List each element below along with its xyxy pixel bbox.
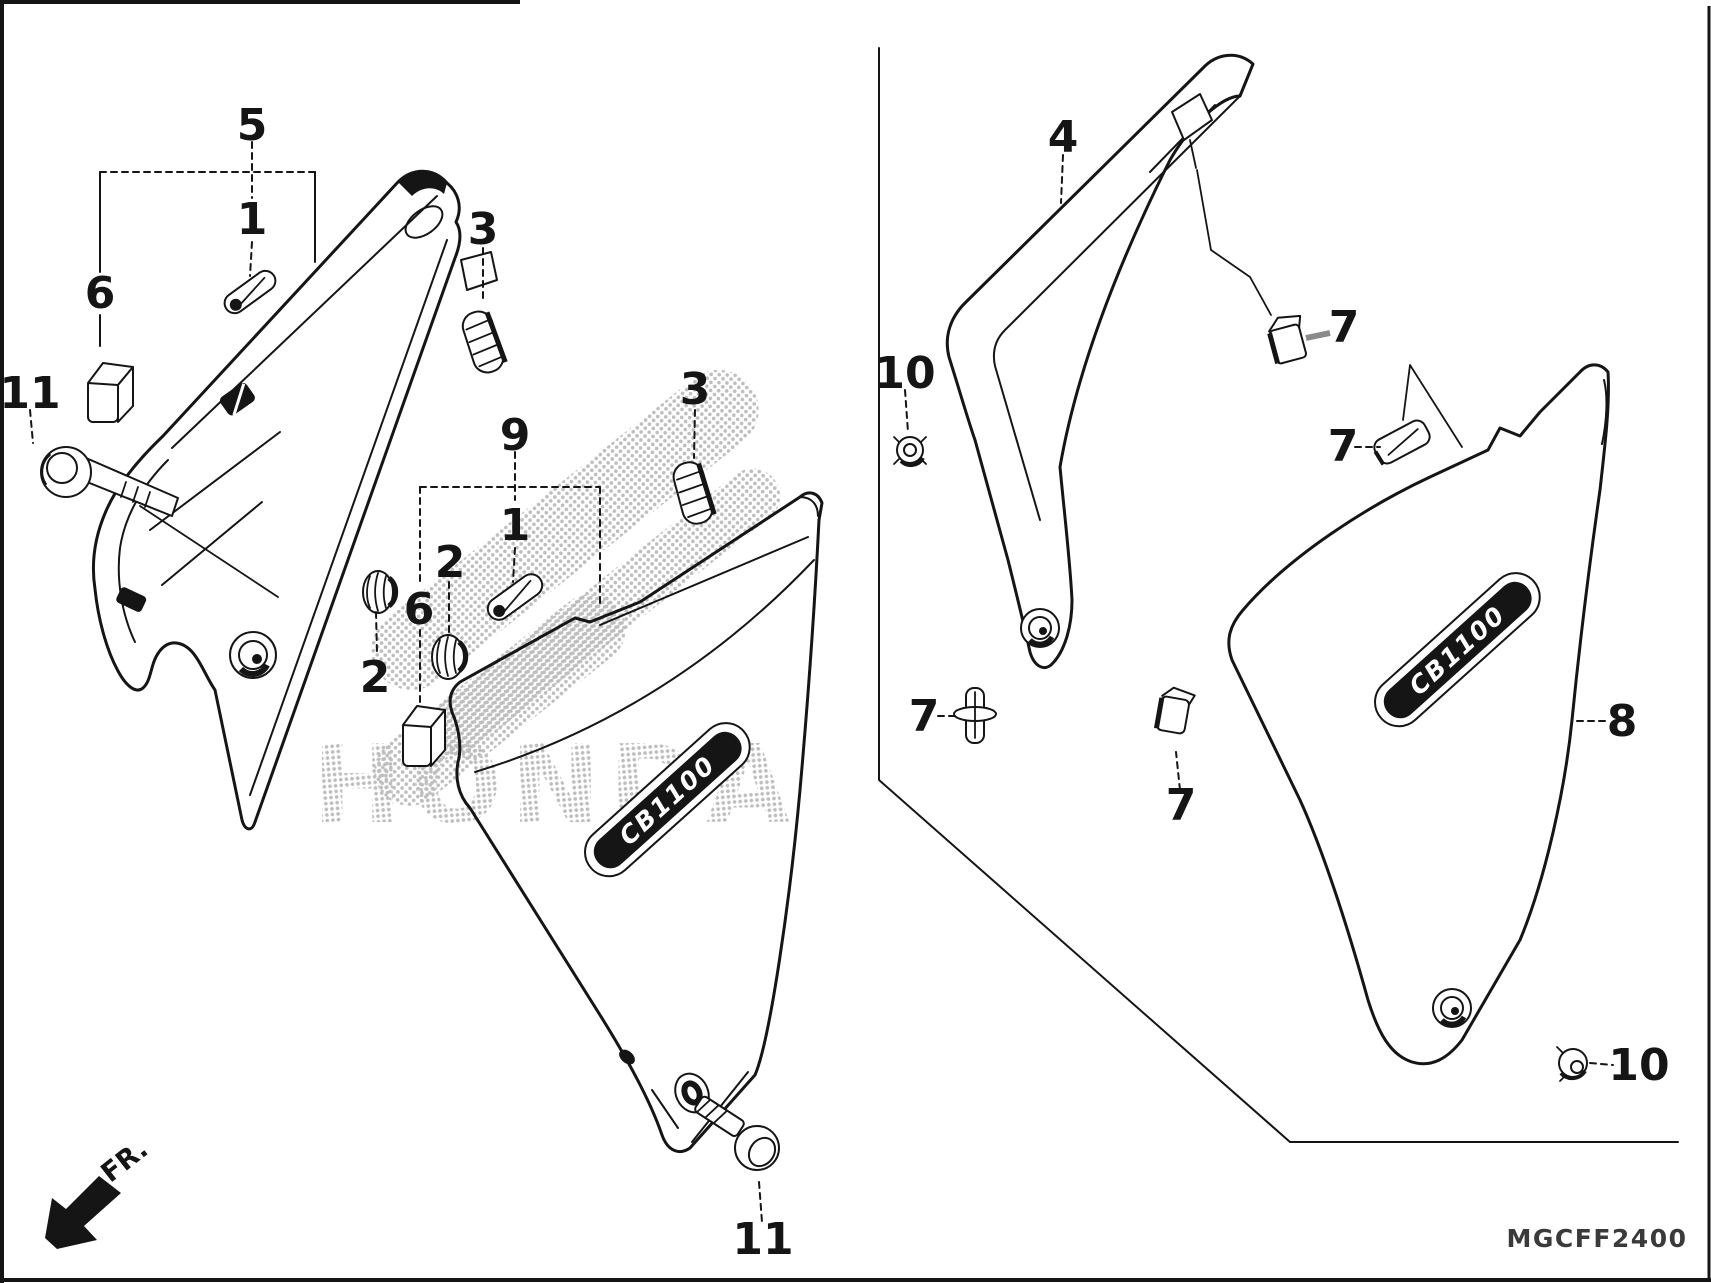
leader-7-d [1175, 751, 1181, 791]
callout-7-c: 7 [909, 691, 940, 742]
inner-cover-grommet-boss [1020, 608, 1060, 648]
callout-4: 4 [1048, 112, 1079, 163]
part-screw-11-left [40, 446, 179, 517]
callout-labels: 5 1 6 11 3 9 1 2 6 2 3 11 4 10 7 7 7 7 8… [0, 100, 1670, 1265]
callout-11-left: 11 [0, 368, 61, 419]
part-screw-11-middle [694, 1095, 780, 1171]
leader-7-wedge [1402, 364, 1463, 448]
inner-cover-hook-tab [1171, 93, 1213, 169]
part-code: MGCFF2400 [1507, 1224, 1688, 1253]
leader-10-left [904, 389, 909, 433]
callout-2-lower: 2 [360, 652, 391, 703]
callout-1-left: 1 [237, 194, 268, 245]
leader-11-left [139, 505, 279, 598]
callout-2-upper: 2 [435, 537, 466, 588]
part-grommet-2-lower [431, 634, 469, 680]
callout-10-left: 10 [874, 348, 935, 399]
leader-4 [1060, 154, 1064, 204]
cover-mount-hole [404, 205, 444, 239]
callout-bracket-9 [419, 451, 601, 709]
part-trim-clip-1-middle [486, 573, 544, 621]
right-panel-inner-cover [945, 53, 1272, 669]
leader-tab-to-clip [1196, 169, 1272, 316]
cover-side-tab [460, 251, 498, 291]
leader-3-middle [693, 409, 696, 459]
leader-2-lower [375, 611, 378, 655]
part-clip-7-d [1153, 686, 1196, 735]
callout-9: 9 [500, 410, 531, 461]
callout-10-right: 10 [1608, 1040, 1669, 1091]
cover-edge-clip [116, 587, 147, 612]
callout-7-d: 7 [1166, 780, 1197, 831]
part-pin-7-c [953, 687, 997, 744]
part-clip-3-left [461, 310, 508, 374]
callout-bracket-5 [99, 141, 316, 347]
part-screw-10-right [1556, 1046, 1588, 1082]
right-cover-front-view: CB1100 [1227, 363, 1610, 1066]
leader-7-a [1305, 330, 1331, 341]
callout-5: 5 [237, 100, 268, 151]
cover-grommet-boss [229, 631, 277, 679]
right-cover-grommet-boss [1432, 988, 1472, 1028]
part-rubber-6-left [87, 362, 134, 423]
part-clip-3-middle [672, 461, 717, 525]
part-trim-clip-1-left [223, 269, 277, 315]
cover-anchor-clip [219, 382, 255, 416]
part-rubber-6-middle [402, 705, 446, 767]
leader-11-middle [758, 1181, 763, 1223]
part-washer-10-left [893, 436, 927, 468]
honda-watermark: HONDA [312, 369, 790, 848]
leader-10-right [1589, 1062, 1614, 1066]
fr-direction-marker: FR. [45, 1134, 154, 1249]
part-grommet-2-upper [362, 570, 399, 614]
callout-6-left: 6 [85, 268, 116, 319]
leader-11-left-label [29, 409, 34, 444]
callout-7-a: 7 [1329, 302, 1360, 353]
callout-7-b: 7 [1328, 421, 1359, 472]
part-clip-7-a [1267, 314, 1307, 365]
part-clip-7-b [1373, 419, 1431, 466]
callout-1-middle: 1 [500, 500, 531, 551]
callout-8: 8 [1607, 696, 1638, 747]
callout-3-left: 3 [468, 204, 499, 255]
callout-3-middle: 3 [680, 364, 711, 415]
cb1100-emblem-right: CB1100 [1374, 572, 1541, 728]
callout-6-middle: 6 [404, 584, 435, 635]
callout-11-middle: 11 [732, 1214, 793, 1265]
left-cover-front-view: CB1100 [448, 491, 824, 1153]
fr-arrow-icon [45, 1176, 121, 1249]
panel-divider [878, 47, 1679, 1143]
